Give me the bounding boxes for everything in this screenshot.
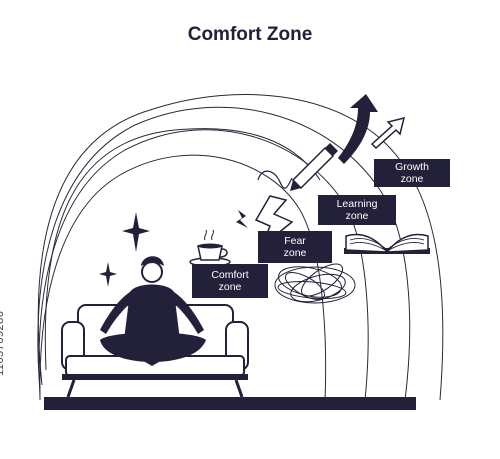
sofa-leg-left — [66, 379, 76, 398]
person-hair — [141, 256, 164, 266]
sparkle-icon-large — [122, 212, 150, 252]
page-title: Comfort Zone — [187, 24, 313, 45]
scribble-icon — [274, 263, 356, 304]
zone-wave-3 — [37, 106, 411, 401]
watermark-id: 1165769286 — [0, 310, 6, 376]
pencil-icon — [257, 143, 338, 191]
arrow-up-icon — [338, 94, 378, 164]
person-right-arm — [172, 292, 204, 334]
growth-zone-label: Growth zone — [374, 159, 450, 187]
sparkle-icon-small — [99, 262, 117, 287]
learning-zone-label: Learning zone — [318, 195, 396, 225]
sofa-base — [62, 374, 248, 380]
outline-arrow-icon — [370, 116, 406, 150]
floor — [44, 397, 416, 410]
sofa-leg-right — [234, 379, 244, 398]
zone-waves — [37, 94, 444, 401]
comfort-zone-label: Comfort zone — [192, 264, 268, 298]
open-book-icon — [344, 233, 430, 254]
person-left-arm — [100, 292, 132, 334]
zone-wave-1 — [39, 154, 327, 401]
zone-wave-5 — [44, 128, 321, 371]
person-head — [141, 261, 163, 283]
person-feet — [128, 352, 176, 366]
fear-zone-label: Fear zone — [258, 231, 332, 263]
meditating-person — [100, 256, 206, 366]
zone-wave-4 — [37, 94, 444, 401]
coffee-cup-icon — [189, 229, 231, 267]
lightning-icon-small — [236, 210, 248, 228]
person-crossed-legs — [100, 332, 206, 362]
person-torso — [124, 284, 180, 340]
